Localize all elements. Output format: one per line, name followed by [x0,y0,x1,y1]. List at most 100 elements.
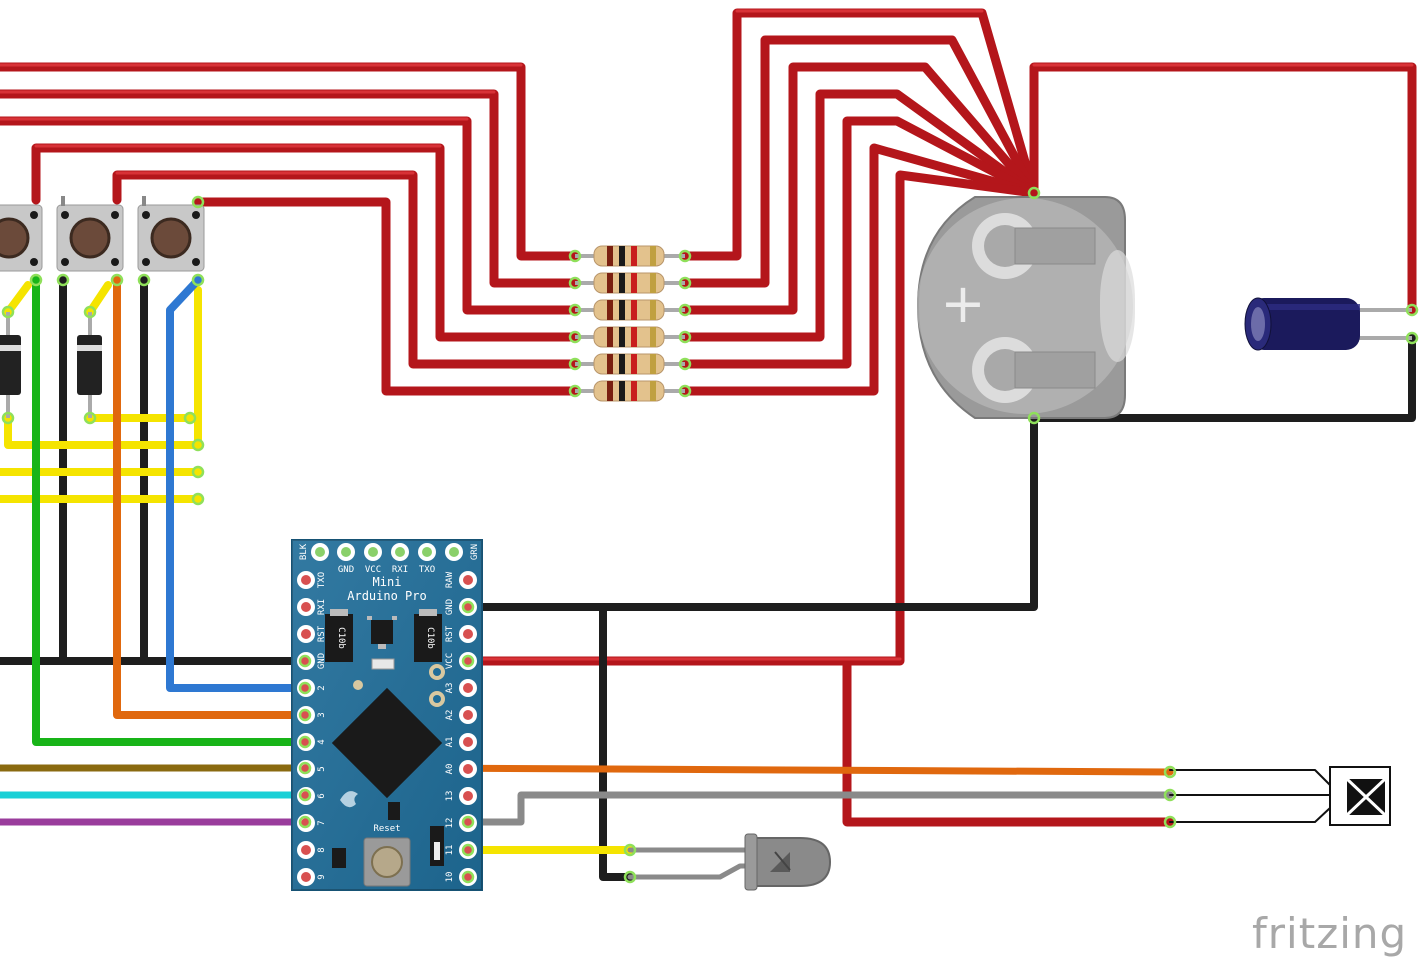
red-wire-5[interactable] [112,170,580,369]
reset-button[interactable] [363,837,411,887]
wire-endpoint[interactable] [678,357,692,371]
resistor-1[interactable] [575,245,685,267]
top-pin-grn[interactable]: GRN [445,543,480,561]
wire-endpoint[interactable] [678,249,692,263]
gray-wire[interactable] [464,791,1174,826]
right-pin-a1[interactable]: A1 [445,733,477,751]
right-pin-11[interactable]: 11 [445,841,477,859]
left-pin-txo[interactable]: TXO [297,571,327,589]
orange-wire-btn[interactable] [113,276,309,719]
right-pin-13[interactable]: 13 [445,787,477,805]
wire-endpoint[interactable] [191,273,205,287]
left-pin-9[interactable]: 9 [297,868,327,886]
wire-endpoint[interactable] [191,438,205,452]
red-wire-9[interactable] [680,62,1039,315]
wire-endpoint[interactable] [298,735,312,749]
right-pin-a0[interactable]: A0 [445,760,477,778]
yellow-wire-2[interactable] [4,286,202,449]
electrolytic-capacitor[interactable] [1244,297,1412,351]
wire-endpoint[interactable] [298,708,312,722]
wire-endpoint[interactable] [191,492,205,506]
top-pin-gnd[interactable]: GND [337,543,355,575]
wire-endpoint[interactable] [568,357,582,371]
red-wire-6[interactable] [193,197,580,396]
wire-endpoint[interactable] [298,815,312,829]
red-wire-11[interactable] [680,116,1039,369]
left-pin-rst[interactable]: RST [297,625,327,643]
wire-endpoint[interactable] [56,273,70,287]
wire-endpoint[interactable] [623,843,637,857]
photo-sensor[interactable] [744,833,832,891]
red-wire-3[interactable] [0,116,580,315]
wire-endpoint[interactable] [110,273,124,287]
red-wire-vcc-drop[interactable] [842,656,1175,827]
wire-endpoint[interactable] [568,303,582,317]
wire-connector-block[interactable] [1329,766,1391,826]
right-pin-a3[interactable]: A3 [445,679,477,697]
right-pin-vcc[interactable]: VCC [445,652,477,670]
resistor-5[interactable] [575,353,685,375]
wire-endpoint[interactable] [29,273,43,287]
right-pin-a2[interactable]: A2 [445,706,477,724]
wire-endpoint[interactable] [678,276,692,290]
coin-cell-battery-holder[interactable]: + [916,196,1135,419]
gray-wire-sensor-2[interactable] [627,863,763,880]
red-wire-4[interactable] [31,143,580,342]
red-wire-12[interactable] [680,143,1039,396]
wire-endpoint[interactable] [137,273,151,287]
wire-endpoint[interactable] [1027,186,1041,200]
wire-endpoint[interactable] [1,305,15,319]
left-pin-8[interactable]: 8 [297,841,327,859]
blue-wire[interactable] [166,276,309,692]
wire-endpoint[interactable] [461,843,475,857]
green-wire[interactable] [32,276,309,746]
red-wire-10[interactable] [680,89,1039,342]
wire-endpoint[interactable] [568,276,582,290]
left-pin-gnd[interactable]: GND [297,652,327,670]
wire-endpoint[interactable] [568,249,582,263]
pushbutton-2[interactable] [56,204,124,272]
red-wire-2[interactable] [0,89,580,288]
wire-endpoint[interactable] [83,305,97,319]
wire-endpoint[interactable] [298,681,312,695]
red-wire-13[interactable] [1029,62,1417,315]
red-wire-8[interactable] [680,35,1039,288]
wire-endpoint[interactable] [191,465,205,479]
wire-endpoint[interactable] [1163,788,1177,802]
wire-endpoint[interactable] [1405,303,1419,317]
resistor-6[interactable] [575,380,685,402]
wire-endpoint[interactable] [568,330,582,344]
wire-endpoint[interactable] [298,761,312,775]
wire-endpoint[interactable] [183,411,197,425]
wire-endpoint[interactable] [298,788,312,802]
wire-endpoint[interactable] [568,384,582,398]
right-pin-gnd[interactable]: GND [445,598,477,616]
right-pin-10[interactable]: 10 [445,868,477,886]
red-wire-vcc[interactable] [463,170,1039,666]
wire-endpoint[interactable] [1027,411,1041,425]
diode-1[interactable] [0,312,21,418]
wire-endpoint[interactable] [1163,765,1177,779]
left-pin-rxi[interactable]: RXI [297,598,327,616]
wire-endpoint[interactable] [678,384,692,398]
red-wire-7[interactable] [680,8,1039,261]
wire-endpoint[interactable] [1,411,15,425]
wire-endpoint[interactable] [191,195,205,209]
resistor-3[interactable] [575,299,685,321]
black-wire-sensor[interactable] [599,603,634,881]
wire-endpoint[interactable] [1163,815,1177,829]
top-pin-vcc[interactable]: VCC [364,543,382,575]
top-pin-txo[interactable]: TXO [418,543,436,575]
diode-2[interactable] [77,312,102,418]
wire-endpoint[interactable] [678,303,692,317]
wire-endpoint[interactable] [1405,331,1419,345]
wire-endpoint[interactable] [83,411,97,425]
resistor-2[interactable] [575,272,685,294]
right-pin-rst[interactable]: RST [445,625,477,643]
wire-endpoint[interactable] [461,870,475,884]
wire-endpoint[interactable] [298,654,312,668]
pushbutton-3[interactable] [137,204,205,272]
wire-endpoint[interactable] [461,815,475,829]
top-pin-blk[interactable]: BLK [299,543,329,561]
